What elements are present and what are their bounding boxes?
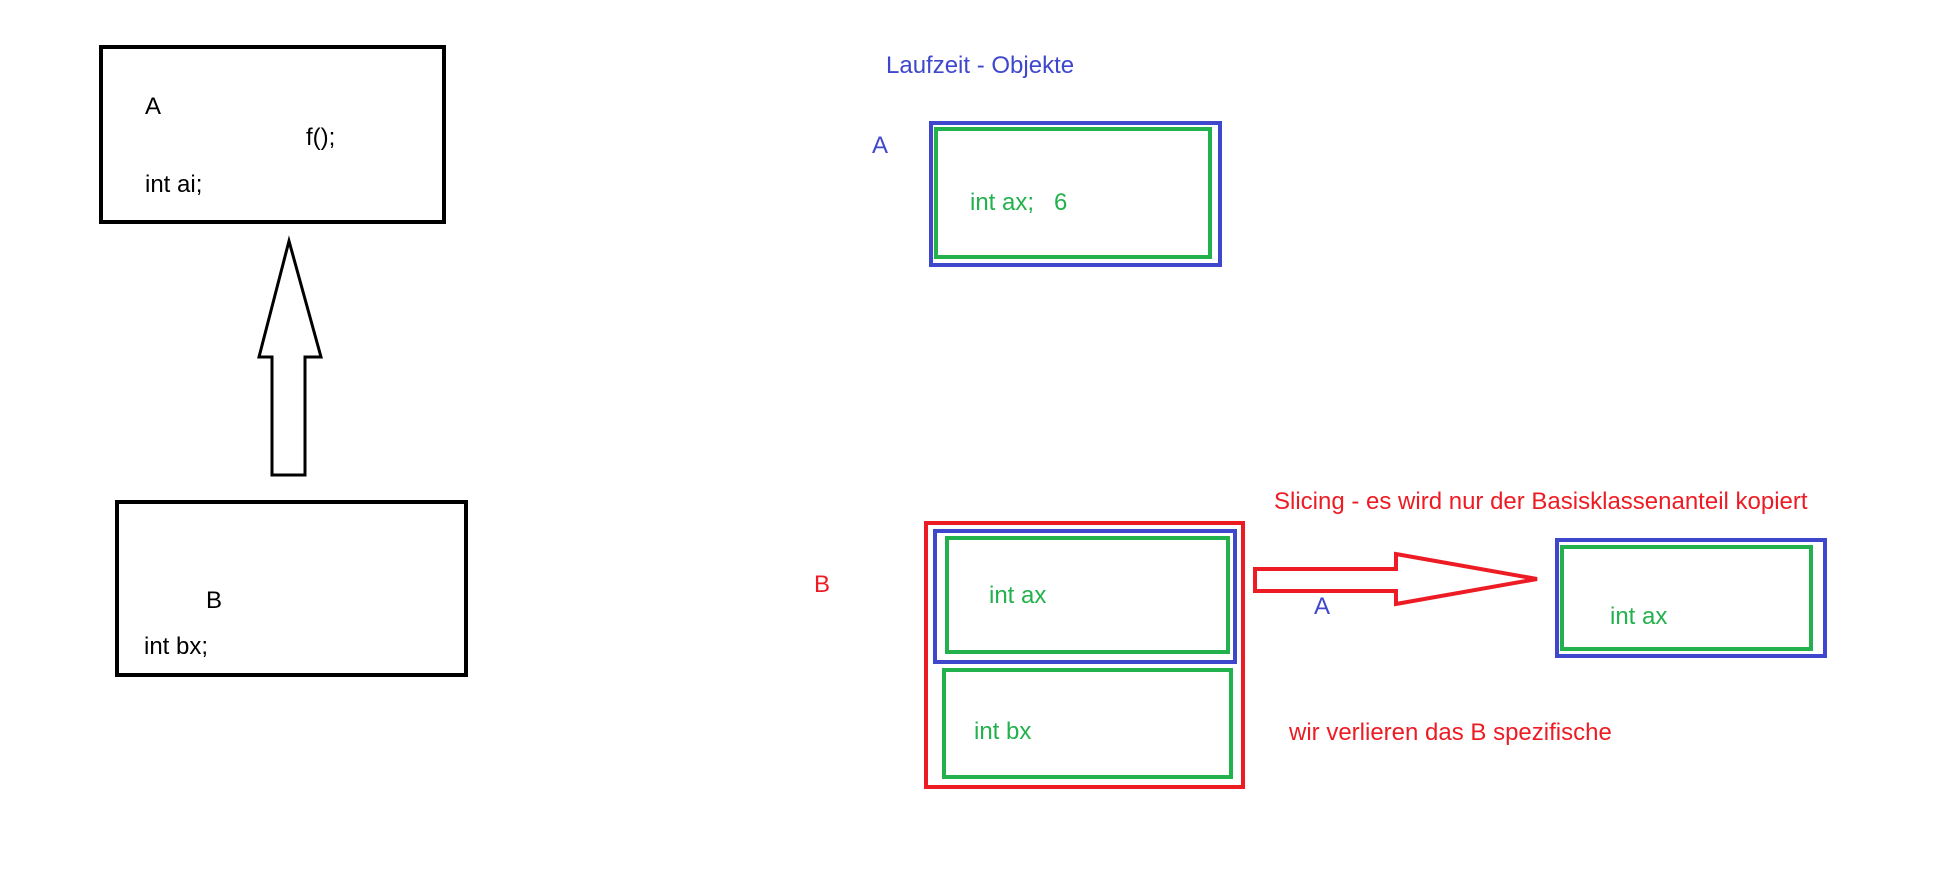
object-b-part-b: int bx bbox=[974, 718, 1031, 745]
object-b-ax-box bbox=[945, 536, 1230, 654]
sliced-object-outer bbox=[1555, 538, 1827, 658]
sliced-object-inner bbox=[1560, 545, 1813, 651]
class-b-box bbox=[115, 500, 468, 677]
object-b-bx-box bbox=[942, 668, 1233, 779]
slicing-note: Slicing - es wird nur der Basisklassenan… bbox=[1274, 488, 1808, 515]
object-a-inner bbox=[934, 127, 1212, 259]
slicing-arrow-label: A bbox=[1314, 593, 1330, 620]
runtime-title: Laufzeit - Objekte bbox=[886, 52, 1074, 79]
object-a-outer bbox=[929, 121, 1222, 267]
class-a-box bbox=[99, 45, 446, 224]
object-b-base-part bbox=[933, 529, 1237, 664]
class-b-field: int bx; bbox=[144, 633, 208, 660]
class-a-field: int ai; bbox=[145, 171, 202, 198]
inheritance-arrow bbox=[257, 235, 323, 477]
class-a-method: f(); bbox=[306, 124, 335, 151]
object-b-outer bbox=[924, 521, 1245, 789]
object-b-part-a: int ax bbox=[989, 582, 1046, 609]
sliced-object-content: int ax bbox=[1610, 603, 1667, 630]
object-b-label: B bbox=[814, 571, 830, 598]
object-a-label: A bbox=[872, 132, 888, 159]
object-a-content: int ax; 6 bbox=[970, 189, 1067, 216]
slicing-arrow bbox=[1253, 551, 1538, 607]
class-a-name: A bbox=[145, 93, 161, 120]
loss-note: wir verlieren das B spezifische bbox=[1288, 719, 1612, 746]
class-b-name: B bbox=[206, 587, 222, 614]
